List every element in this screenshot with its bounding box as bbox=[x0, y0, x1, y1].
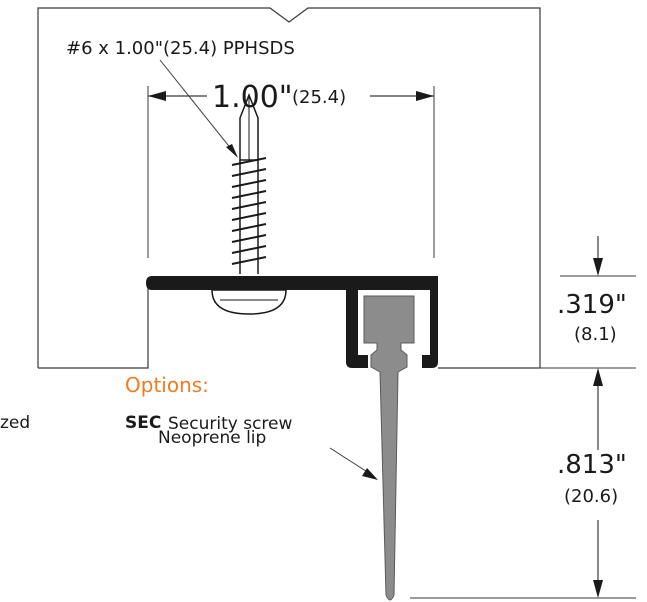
option-sec-code: SEC bbox=[125, 413, 162, 433]
screw-leader-arrow bbox=[226, 144, 238, 158]
width-arrow-left bbox=[148, 91, 166, 101]
height-lower-arrow-top bbox=[593, 368, 603, 386]
height-upper-inches: .319" bbox=[557, 290, 627, 320]
neoprene-lip bbox=[363, 295, 415, 601]
options-heading: Options: bbox=[125, 373, 209, 397]
screw-label: #6 x 1.00"(25.4) PPHSDS bbox=[66, 38, 295, 59]
width-arrow-right bbox=[416, 91, 434, 101]
height-upper-arrow bbox=[593, 258, 603, 276]
lip-leader-arrow bbox=[362, 468, 378, 480]
door-frame-outline bbox=[37, 7, 541, 369]
height-lower-inches: .813" bbox=[557, 450, 627, 480]
sweep-profile bbox=[146, 276, 438, 368]
height-lower-arrow-bottom bbox=[593, 580, 603, 598]
option-left-fragment: zed bbox=[0, 413, 31, 433]
screw-leader-line bbox=[159, 59, 237, 156]
width-dimension-mm: (25.4) bbox=[292, 87, 347, 108]
width-dimension-inches: 1.00" bbox=[212, 80, 293, 115]
height-upper-mm: (8.1) bbox=[574, 324, 617, 345]
height-lower-mm: (20.6) bbox=[564, 486, 619, 507]
neoprene-lip-label: Neoprene lip bbox=[158, 428, 267, 448]
option-sec-description: Security screw bbox=[168, 414, 293, 434]
lip-leader-line bbox=[329, 447, 373, 476]
screw-graphic bbox=[211, 92, 287, 315]
